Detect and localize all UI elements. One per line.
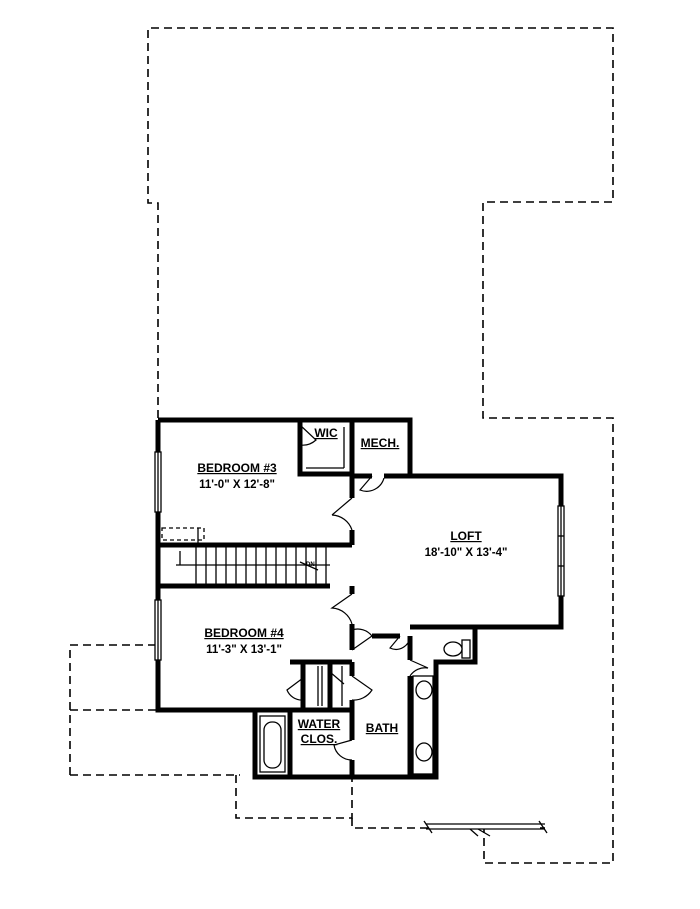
bedroom4-size: 11'-3" X 13'-1"	[206, 644, 282, 656]
staircase: DN	[161, 527, 330, 584]
svg-text:DN: DN	[306, 562, 315, 568]
closet-rods	[317, 666, 343, 706]
mech-label: MECH.	[361, 436, 400, 450]
deck-beam	[423, 820, 548, 837]
loft-size: 18'-10" X 13'-4"	[425, 547, 508, 559]
water-closet-label-line1: WATER	[298, 717, 341, 731]
bedroom4-name: BEDROOM #4	[204, 626, 284, 640]
windows	[154, 451, 565, 661]
bath-label: BATH	[366, 721, 398, 735]
toilet	[461, 639, 471, 659]
loft-name: LOFT	[450, 529, 482, 543]
interior-walls	[158, 420, 475, 777]
water-closet-label-line2: CLOS.	[301, 732, 338, 746]
bedroom3-size: 11'-0" X 12'-8"	[199, 479, 275, 491]
wic-label: WIC	[314, 426, 338, 440]
sink-upper	[415, 680, 433, 700]
plumbing-fixtures	[259, 639, 471, 775]
lower-floor-outline	[69, 27, 614, 864]
room-labels: BEDROOM #3 11'-0" X 12'-8" WIC MECH. LOF…	[197, 426, 507, 746]
doors	[286, 424, 429, 761]
bedroom3-name: BEDROOM #3	[197, 461, 277, 475]
sink-lower	[415, 742, 433, 762]
